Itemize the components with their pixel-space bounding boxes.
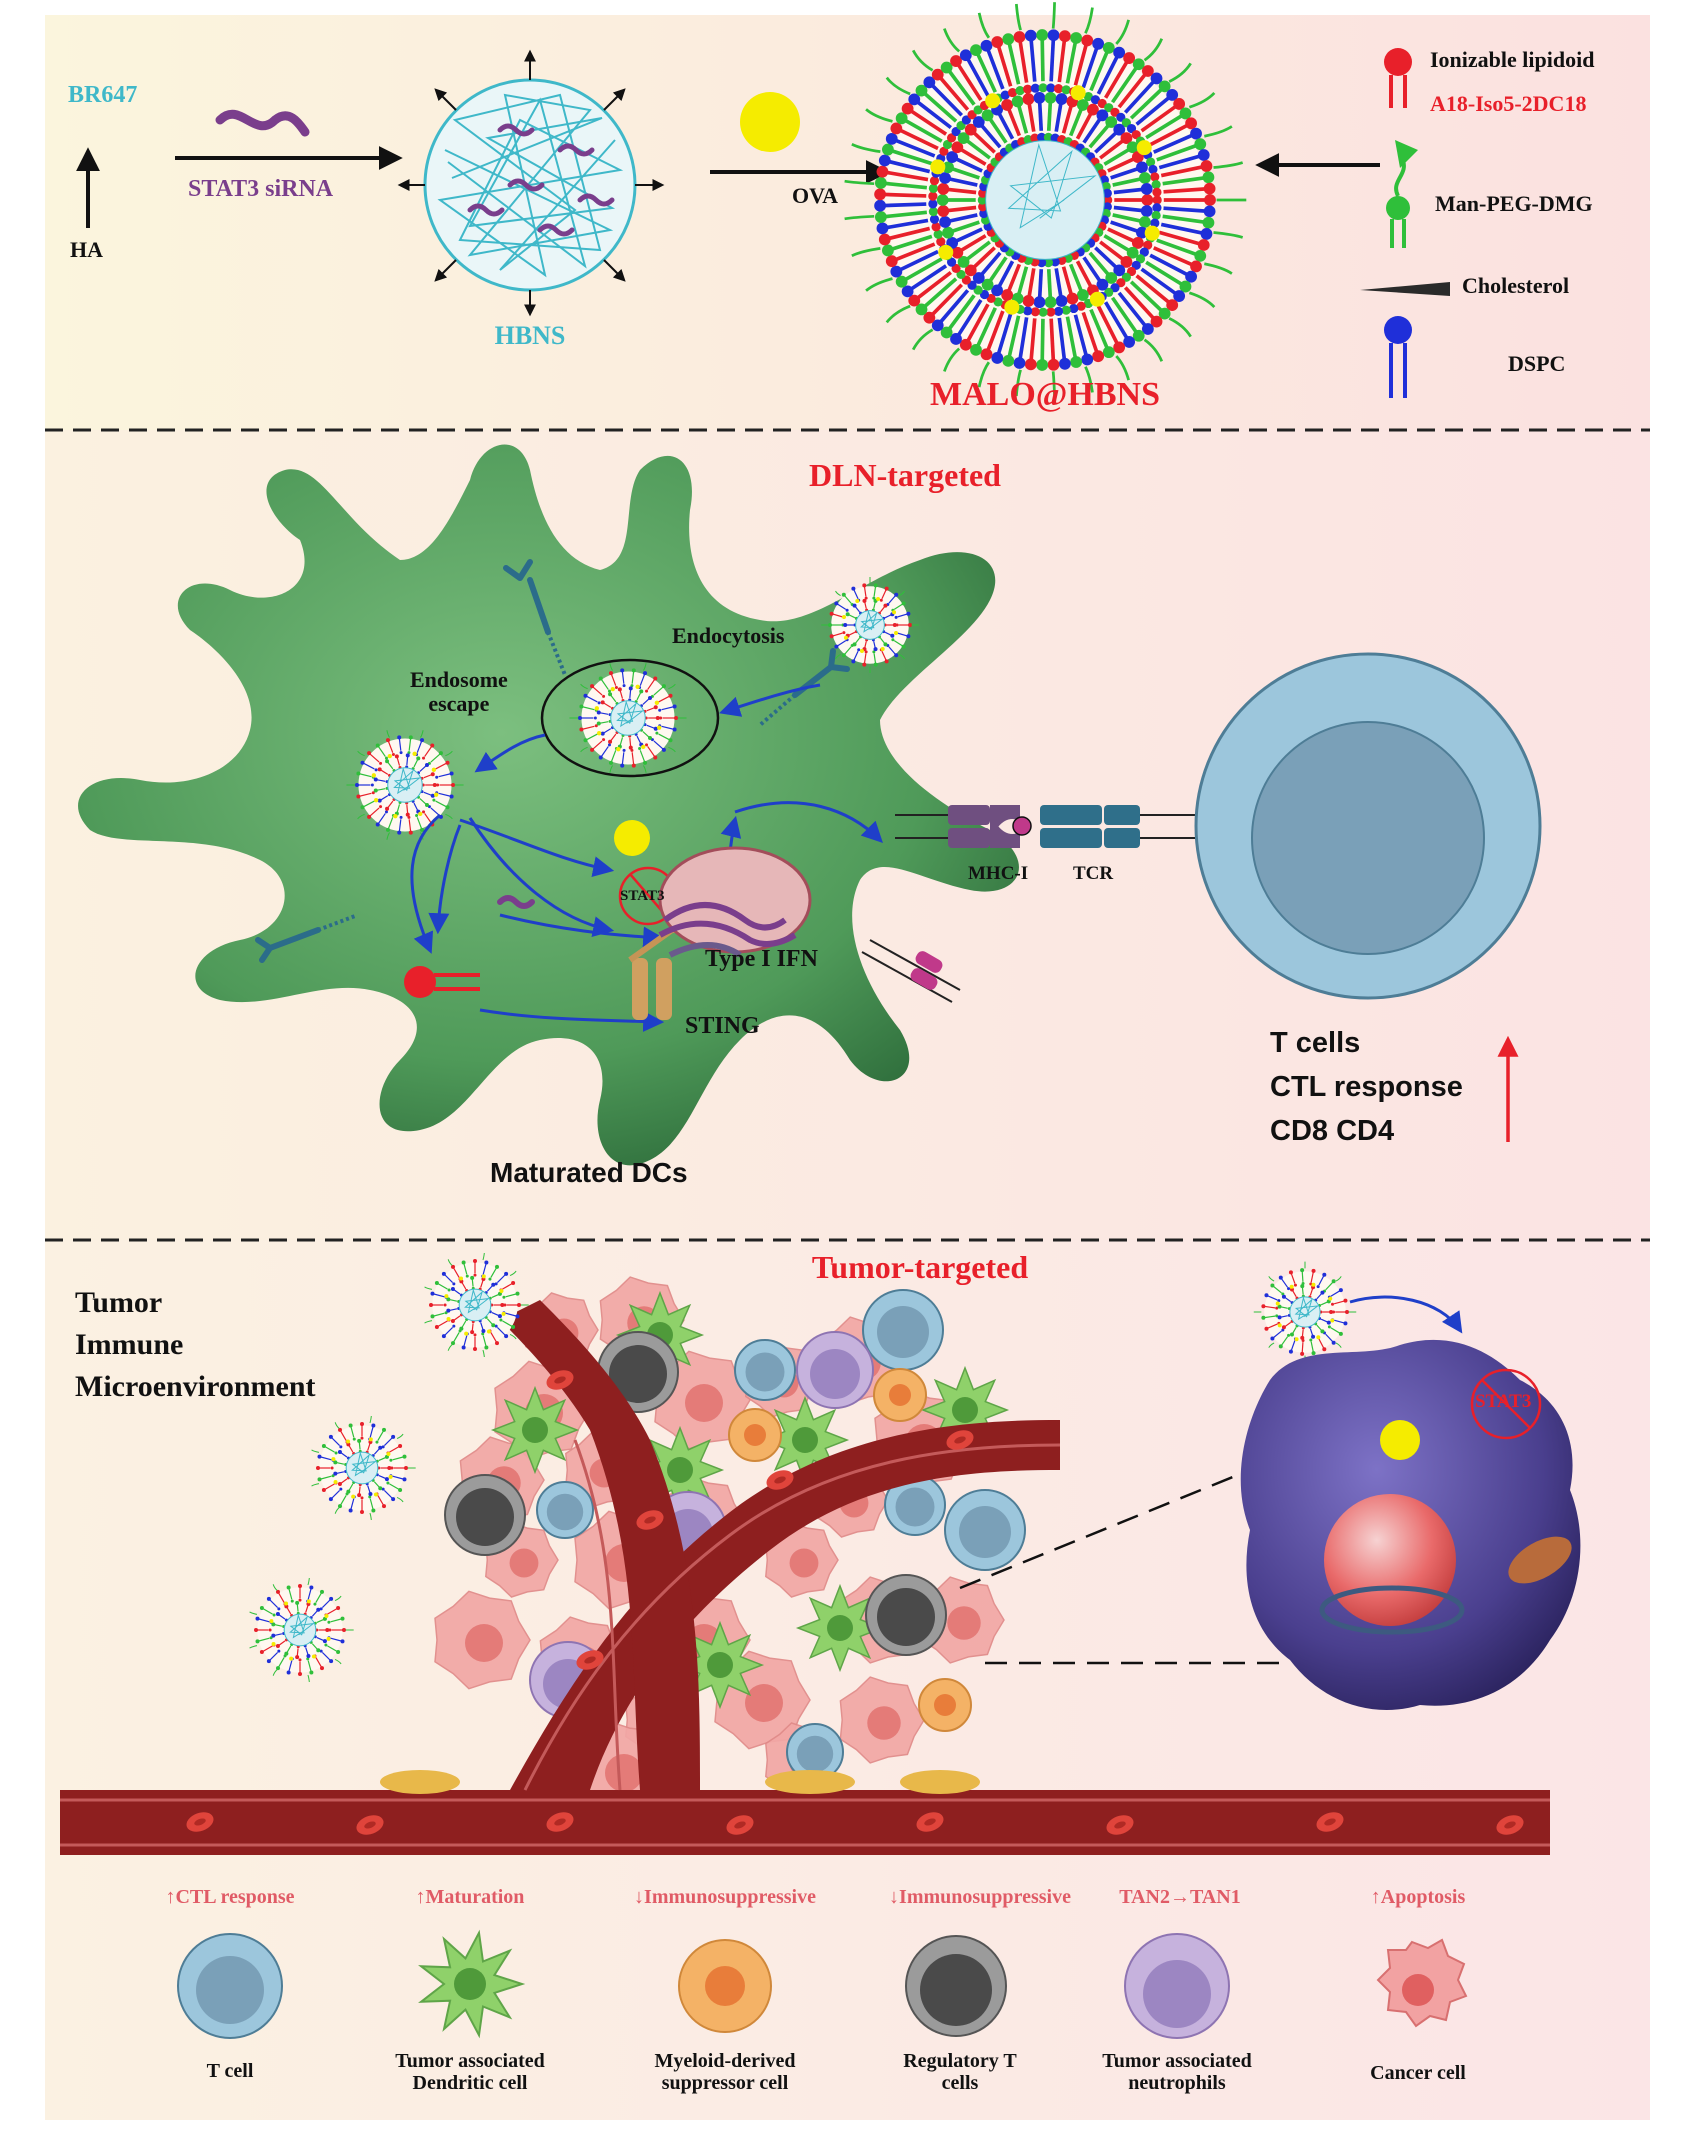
- component-ionizable-sub: A18-Iso5-2DC18: [1430, 91, 1587, 116]
- legend-name-6: Cancer cell: [1370, 2062, 1466, 2084]
- legend-name-5: Tumor associated neutrophils: [1102, 2050, 1252, 2094]
- legend-dendritic-cell-icon: [418, 1929, 526, 2039]
- endothelial-cells: [380, 1770, 980, 1794]
- component-man-peg-label: Man-PEG-DMG: [1435, 191, 1593, 216]
- legend-name-2: Tumor associated Dendritic cell: [395, 2050, 545, 2094]
- legend-effect-4: ↓Immunosuppressive: [889, 1886, 1071, 1908]
- malo-hbns-nanoparticle-icon: [844, 2, 1247, 398]
- escaped-nanoparticle-icon: [346, 730, 464, 840]
- tumor-stat3-label: STAT3: [1475, 1391, 1532, 1412]
- hbns-label: HBNS: [494, 321, 566, 350]
- tumor-uptake-arrow: [1349, 1295, 1463, 1334]
- ha-label: HA: [70, 237, 103, 262]
- ionizable-lipid-icon: [1384, 48, 1412, 108]
- tme-nanoparticle-2: [311, 1415, 416, 1521]
- red-lipid-in-cell-icon: [404, 966, 480, 998]
- dln-title: DLN-targeted: [809, 457, 1001, 493]
- ova-antigen-icon: [740, 92, 800, 152]
- tumor-nanoparticle: [1253, 1261, 1357, 1363]
- endosome-escape-label: Endosome escape: [410, 667, 508, 717]
- mhc-tcr-complex-icon: [895, 805, 1200, 848]
- tme-nanoparticle-3: [249, 1577, 354, 1683]
- hbns-nanoparticle-icon: [397, 49, 665, 317]
- blood-vessel: [60, 1300, 1550, 1855]
- tumor-cell-zoom-icon: [1240, 1339, 1581, 1710]
- endosome-nanoparticle-icon: [569, 663, 687, 773]
- tumor-title: Tumor-targeted: [811, 1249, 1029, 1285]
- tcell-effect-1: T cells: [1270, 1027, 1361, 1059]
- endosome-ring: [540, 658, 720, 778]
- tme-line-3: Microenvironment: [75, 1370, 316, 1403]
- tcell-effect-2: CTL response: [1270, 1071, 1463, 1103]
- stat3-label: STAT3: [620, 888, 665, 904]
- pink-receptor-icon: [861, 939, 961, 1003]
- ova-antigen-in-cell-icon: [614, 820, 650, 856]
- legend-effect-3: ↓Immunosuppressive: [634, 1886, 816, 1908]
- sting-label: STING: [685, 1013, 760, 1039]
- legend-treg-icon: [905, 1935, 1007, 2037]
- legend-name-1: T cell: [206, 2060, 254, 2082]
- component-cholesterol-label: Cholesterol: [1462, 273, 1570, 298]
- legend-name-3: Myeloid-derived suppressor cell: [654, 2050, 796, 2094]
- receptor-coil-icons: [317, 631, 797, 932]
- tcr-label: TCR: [1073, 863, 1114, 884]
- zoom-line-1: [959, 1468, 1251, 1590]
- sirna-icon: [215, 109, 310, 137]
- t-cell-large-icon: [1194, 652, 1542, 1000]
- red-blood-cells: [186, 1370, 1524, 1835]
- panel-1-background: [45, 15, 1650, 430]
- legend-effect-2: ↑Maturation: [415, 1886, 525, 1908]
- legend-t-cell-icon: [177, 1933, 283, 2039]
- component-dspc-label: DSPC: [1508, 351, 1566, 376]
- br647-label: BR647: [68, 82, 138, 108]
- cholesterol-wedge-icon: [1360, 282, 1450, 296]
- man-peg-dmg-icon: [1386, 140, 1418, 248]
- malo-label: MALO@HBNS: [930, 376, 1160, 413]
- pathway-arrows: [410, 683, 883, 1032]
- ova-label: OVA: [792, 183, 839, 208]
- endocytosis-label: Endocytosis: [672, 623, 785, 648]
- legend-name-4: Regulatory T cells: [903, 2050, 1017, 2094]
- dendritic-cell-body: [78, 444, 1019, 1166]
- type1ifn-label: Type I IFN: [705, 946, 818, 972]
- tcell-effect-3: CD8 CD4: [1270, 1115, 1395, 1147]
- dspc-lipid-icon: [1384, 316, 1412, 398]
- legend-neutrophil-icon: [1124, 1933, 1230, 2039]
- golgi-er-icon: [658, 846, 812, 958]
- legend-cancer-cell-icon: [1376, 1938, 1468, 2028]
- tme-nanoparticle-1: [424, 1252, 529, 1358]
- legend-effect-6: ↑Apoptosis: [1370, 1886, 1466, 1908]
- legend-mdsc-icon: [678, 1939, 772, 2033]
- purple-sirna-in-cell-icon: [497, 895, 535, 909]
- mhc-label: MHC-I: [968, 863, 1029, 884]
- legend-effect-1: ↑CTL response: [165, 1886, 295, 1908]
- tme-line-2: Immune: [75, 1328, 184, 1361]
- component-ionizable-label: Ionizable lipidoid: [1430, 47, 1595, 72]
- tme-line-1: Tumor: [75, 1286, 163, 1319]
- extracellular-nanoparticle-icon: [821, 577, 919, 673]
- legend-effect-5: TAN2→TAN1: [1119, 1886, 1241, 1908]
- maturated-dcs-label: Maturated DCs: [490, 1157, 688, 1188]
- stat3-sirna-label: STAT3 siRNA: [188, 176, 334, 202]
